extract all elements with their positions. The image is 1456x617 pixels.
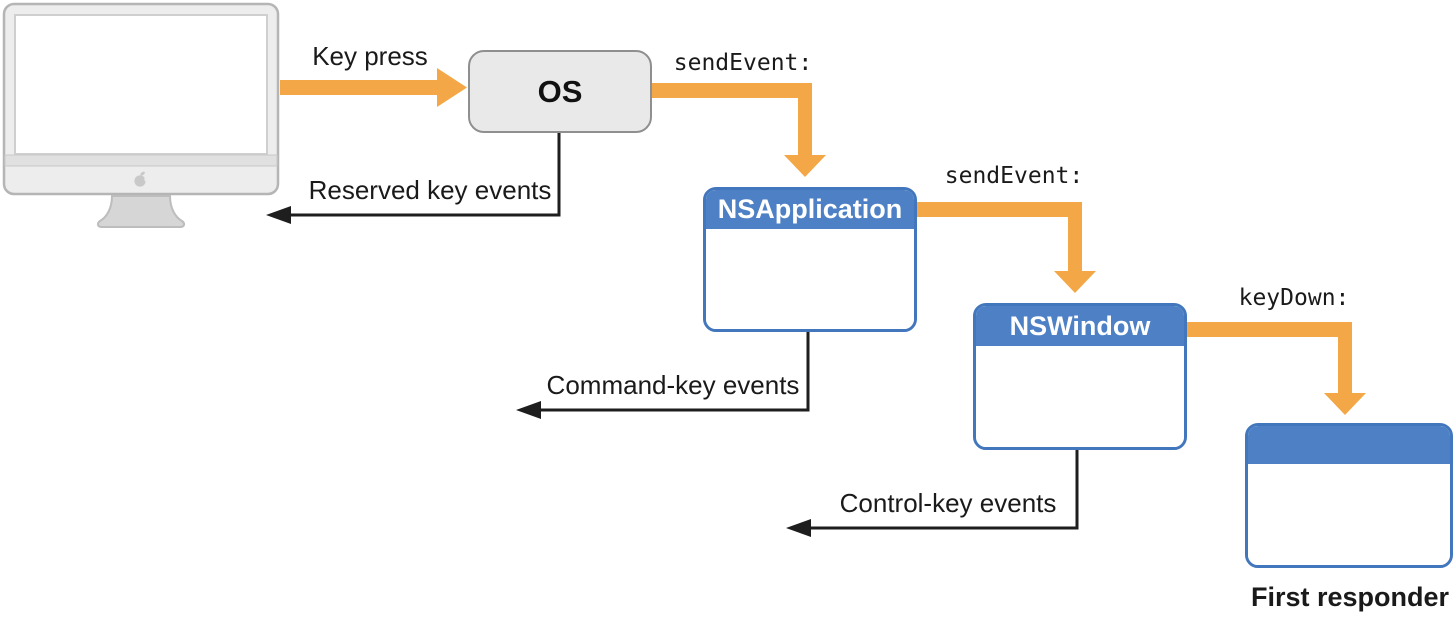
black-arrow-control-key-events [786, 450, 1079, 537]
nsapplication-node-header: NSApplication [706, 190, 914, 231]
sendevent-app-label: sendEvent: [944, 163, 1084, 189]
apple-logo-icon [134, 171, 149, 187]
flow-arrow-sendevent-os-to-app [652, 83, 826, 177]
key-press-label: Key press [312, 41, 428, 71]
os-node-label: OS [537, 73, 583, 109]
nsapplication-node-body [706, 231, 914, 329]
first-responder-node-box [1245, 423, 1453, 568]
nsapplication-node-label: NSApplication [717, 194, 903, 224]
flow-arrow-keydown-window-to-responder [1187, 322, 1366, 415]
nswindow-node-header: NSWindow [976, 306, 1184, 348]
black-arrow-command-key-events [516, 332, 810, 419]
black-arrow-reserved-key-events [266, 133, 561, 224]
control-key-events-label: Control-key events [839, 488, 1057, 518]
imac-monitor-icon [2, 2, 280, 228]
sendevent-os-label: sendEvent: [673, 50, 813, 76]
first-responder-caption: First responder [1250, 582, 1450, 612]
first-responder-node-header [1248, 426, 1450, 466]
first-responder-node-body [1248, 466, 1450, 565]
nswindow-node-box: NSWindow [973, 303, 1187, 450]
command-key-events-label: Command-key events [546, 370, 800, 400]
reserved-key-events-label: Reserved key events [308, 175, 552, 205]
os-node-box: OS [468, 50, 652, 133]
keydown-label: keyDown: [1238, 285, 1350, 311]
flow-arrow-sendevent-app-to-window [917, 202, 1096, 293]
nswindow-node-label: NSWindow [1009, 310, 1151, 341]
nswindow-node-body [976, 348, 1184, 447]
nsapplication-node-box: NSApplication [703, 187, 917, 332]
flow-arrow-key-press [280, 68, 467, 107]
